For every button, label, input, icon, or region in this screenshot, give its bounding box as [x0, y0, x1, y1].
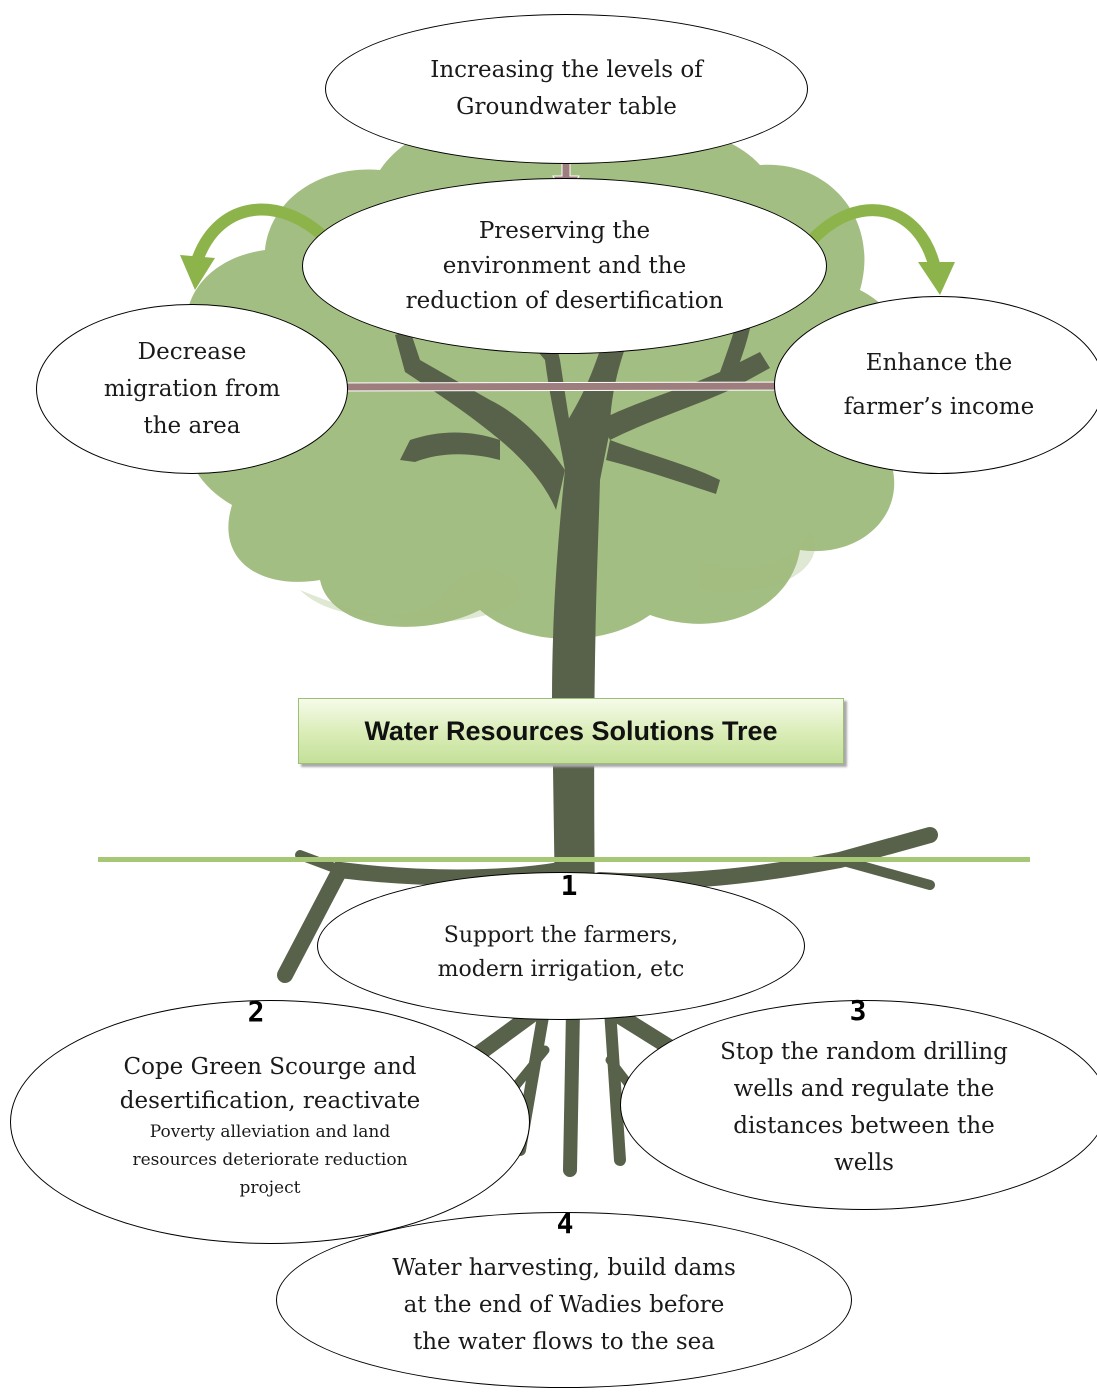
solution-number-4: 4	[556, 1207, 574, 1240]
solution-oval-2: Cope Green Scourge and desertification, …	[10, 1000, 530, 1244]
effect-oval-groundwater: Increasing the levels of Groundwater tab…	[325, 14, 808, 164]
curved-green-arrows	[192, 203, 941, 274]
oval-text-line: Increasing the levels of	[430, 57, 703, 83]
solution-oval-1: Support the farmers, modern irrigation, …	[317, 872, 805, 1020]
oval-small-text-line: Poverty alleviation and land	[149, 1122, 391, 1142]
oval-text-line: Enhance the	[865, 350, 1013, 376]
oval-text-line: environment and the	[442, 252, 687, 279]
green-arrow-heads	[180, 255, 955, 295]
oval-text-line: Water harvesting, build dams	[392, 1254, 736, 1281]
oval-small-text-line: resources deteriorate reduction	[132, 1150, 408, 1170]
solution-number-1: 1	[560, 869, 578, 902]
oval-text-line: Stop the random drilling	[720, 1039, 1008, 1065]
effect-oval-income: Enhance the farmer’s income	[774, 296, 1097, 474]
oval-text-line: farmer’s income	[843, 394, 1035, 420]
diagram-title-box: Water Resources Solutions Tree	[298, 698, 844, 764]
oval-text-line: migration from	[103, 375, 281, 402]
oval-text-line: Support the farmers,	[443, 923, 679, 948]
oval-text-line: distances between the	[733, 1113, 995, 1139]
solution-oval-3: Stop the random drilling wells and regul…	[620, 1000, 1097, 1210]
oval-text-line: desertification, reactivate	[119, 1088, 421, 1114]
oval-text-line: Cope Green Scourge and	[123, 1054, 417, 1080]
oval-text-line: reduction of desertification	[405, 287, 724, 314]
oval-text-line: wells and regulate the	[733, 1076, 995, 1102]
oval-text-line: modern irrigation, etc	[437, 957, 685, 982]
solution-oval-4: Water harvesting, build dams at the end …	[276, 1212, 852, 1388]
ground-line	[98, 857, 1030, 862]
oval-text-line: Groundwater table	[456, 94, 677, 120]
oval-text-line: the area	[143, 412, 241, 439]
diagram-title: Water Resources Solutions Tree	[364, 715, 778, 746]
oval-text-line: the water flows to the sea	[412, 1328, 716, 1355]
oval-small-text-line: project	[239, 1178, 301, 1198]
solution-number-2: 2	[247, 995, 265, 1028]
oval-text-line: Preserving the	[478, 217, 651, 244]
oval-text-line: wells	[834, 1150, 894, 1176]
effect-oval-migration: Decrease migration from the area	[36, 304, 348, 474]
solution-number-3: 3	[849, 994, 867, 1027]
oval-text-line: Decrease	[137, 338, 247, 365]
effect-oval-environment: Preserving the environment and the reduc…	[302, 178, 827, 354]
oval-text-line: at the end of Wadies before	[403, 1291, 725, 1318]
